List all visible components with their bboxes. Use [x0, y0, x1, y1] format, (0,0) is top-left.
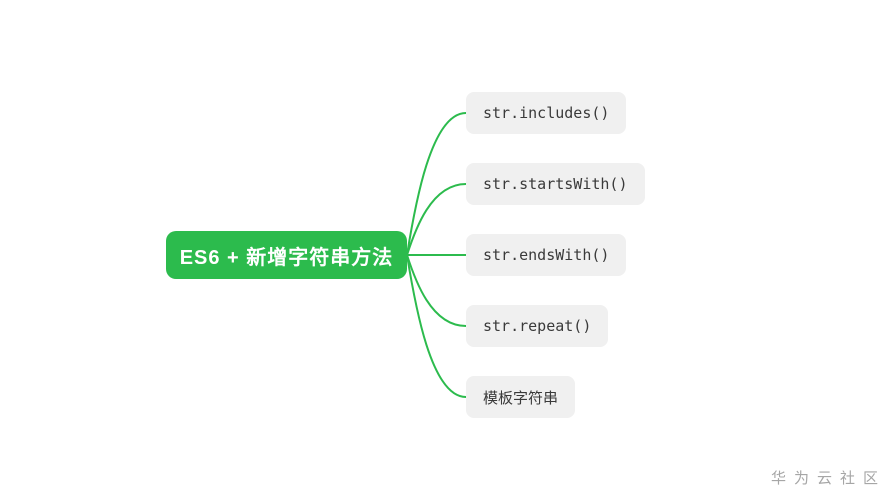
connector-line-1 [406, 112, 467, 256]
child-node-1[interactable]: str.includes() [466, 92, 627, 134]
child-node-3[interactable]: str.endsWith() [466, 234, 627, 276]
child-node-label: str.repeat() [483, 317, 592, 335]
child-node-2[interactable]: str.startsWith() [466, 163, 645, 205]
child-node-4[interactable]: str.repeat() [466, 305, 609, 347]
root-node[interactable]: ES6 + 新增字符串方法 [166, 231, 407, 279]
child-node-label: str.endsWith() [483, 246, 610, 264]
watermark: 华为云社区 [770, 470, 886, 487]
child-node-label: str.includes() [483, 104, 610, 122]
connector-line-4 [406, 254, 467, 327]
connector-line-5 [406, 254, 467, 398]
root-node-label: ES6 + 新增字符串方法 [179, 246, 394, 269]
child-node-label: 模板字符串 [483, 388, 559, 407]
child-node-5[interactable]: 模板字符串 [466, 376, 576, 418]
child-node-label: str.startsWith() [483, 175, 628, 193]
connector-line-2 [406, 183, 467, 256]
